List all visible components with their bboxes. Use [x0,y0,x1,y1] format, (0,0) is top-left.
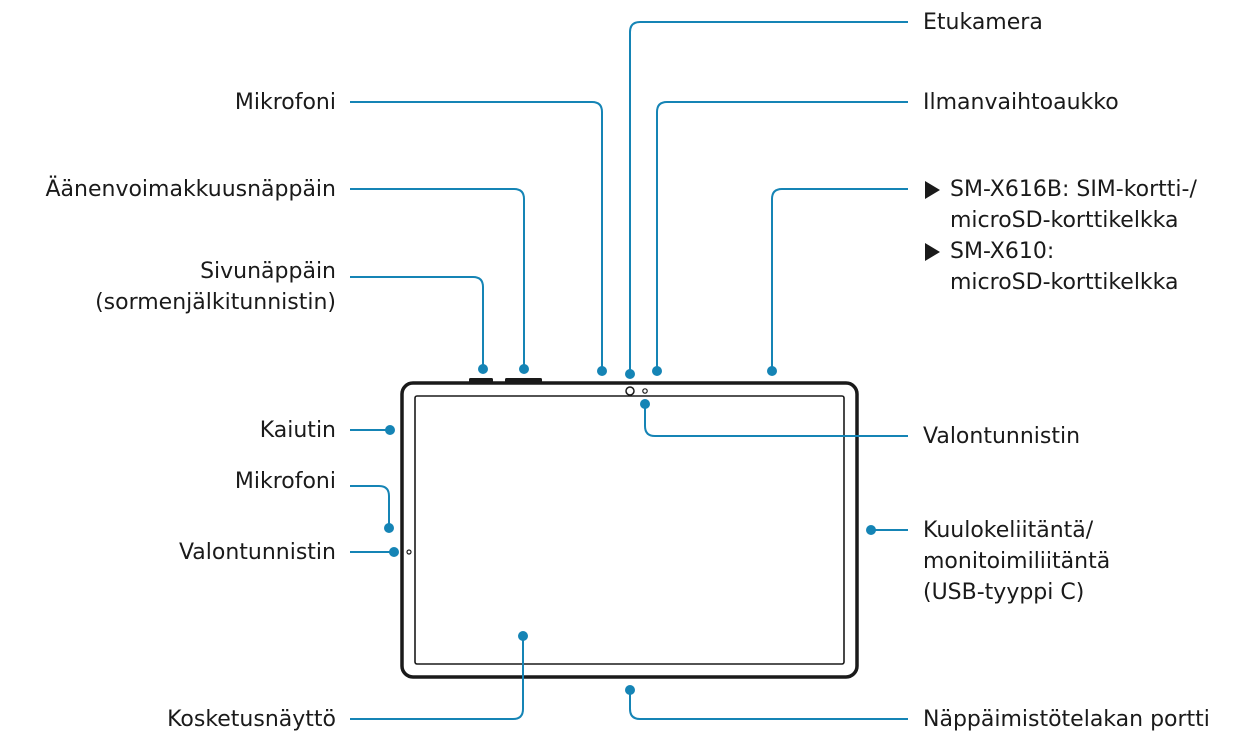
leader-touchscreen [350,636,524,720]
light-sensor-front-dot [642,388,648,394]
label-microphone-top: Mikrofoni [234,90,336,115]
tray-item-2-line1: SM-X610: [950,239,1055,264]
dot-keyboard-port [625,685,635,695]
tray-item-1-line2: microSD-korttikelkka [950,208,1179,233]
bullet-triangle-icon [925,181,940,199]
label-side-key-line1: Sivunäppäin [200,259,336,284]
tray-item-2: SM-X610: microSD-korttikelkka [925,236,1197,298]
tray-item-2-line2: microSD-korttikelkka [950,270,1179,295]
side-key [469,378,493,383]
dot-front-camera [625,369,635,379]
leader-microphone-side [350,485,390,528]
bullet-triangle-icon [925,243,940,261]
label-volume-key: Äänenvoimakkuusnäppäin [45,177,336,202]
dot-light-sensor-front [640,399,650,409]
leader-microphone-top [350,101,603,371]
label-port-line3: (USB-tyyppi C) [923,580,1085,605]
leader-volume-key [350,188,525,369]
touchscreen-area [414,395,845,665]
label-microphone-side: Mikrofoni [234,469,336,494]
label-port: Kuulokeliitäntä/ monitoimiliitäntä (USB-… [923,515,1110,608]
label-vent: Ilmanvaihtoaukko [923,90,1119,115]
leader-light-sensor-front [644,404,908,437]
dot-sim-tray [767,366,777,376]
leader-vent [656,101,908,371]
label-port-line1: Kuulokeliitäntä/ [923,518,1094,543]
dot-microphone-top [597,366,607,376]
tray-item-1-line1: SM-X616B: SIM-kortti-/ [950,177,1197,202]
leader-keyboard-port [629,690,908,720]
dot-volume-key [519,364,529,374]
label-keyboard-port: Näppäimistötelakan portti [923,707,1210,732]
volume-key [505,378,542,383]
label-speaker: Kaiutin [259,418,336,443]
light-sensor-side-dot [406,549,412,555]
leader-sim-tray [771,188,908,371]
label-touchscreen: Kosketusnäyttö [167,707,336,732]
label-light-sensor-front: Valontunnistin [923,424,1081,449]
dot-port [866,525,876,535]
tray-item-1: SM-X616B: SIM-kortti-/ microSD-korttikel… [925,174,1197,236]
dot-vent [652,366,662,376]
label-light-sensor-side: Valontunnistin [178,540,336,565]
dot-touchscreen [518,631,528,641]
dot-light-sensor-side [389,547,399,557]
label-port-line2: monitoimiliitäntä [923,549,1111,574]
dot-speaker [385,425,395,435]
dot-side-key [478,364,488,374]
dot-microphone-side [384,523,394,533]
front-camera-lens [625,386,635,396]
label-side-key: Sivunäppäin (sormenjälkitunnistin) [95,256,336,318]
leader-side-key [350,276,484,369]
label-side-key-line2: (sormenjälkitunnistin) [95,290,336,315]
label-sim-tray: SM-X616B: SIM-kortti-/ microSD-korttikel… [925,174,1197,298]
leader-front-camera [629,21,908,374]
label-front-camera: Etukamera [923,10,1043,35]
